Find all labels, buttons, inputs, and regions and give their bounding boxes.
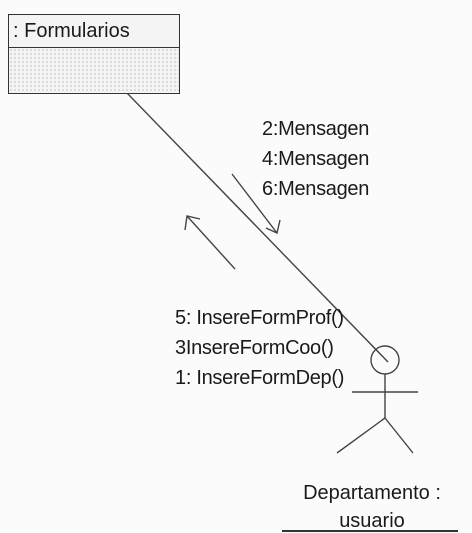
arrow-to-object bbox=[184, 215, 236, 270]
message-label-6: 6:Mensagen bbox=[262, 178, 370, 200]
message-label-5: 5: InsereFormProf() bbox=[175, 307, 344, 329]
actor-name-role: Departamento : bbox=[303, 482, 441, 504]
message-label-2: 2:Mensagen bbox=[262, 118, 370, 140]
actor-name-underline bbox=[282, 530, 458, 532]
object-name: : Formularios bbox=[9, 15, 179, 48]
message-label-1: 1: InsereFormDep() bbox=[175, 367, 345, 389]
association-link bbox=[125, 91, 389, 363]
actor-right-leg bbox=[384, 417, 414, 454]
arrow-to-actor bbox=[231, 173, 281, 234]
actor-head bbox=[370, 345, 400, 375]
actor-left-leg bbox=[336, 417, 386, 454]
message-label-3: 3InsereFormCoo() bbox=[175, 337, 334, 359]
object-box: : Formularios bbox=[8, 14, 180, 94]
object-attributes-compartment bbox=[9, 48, 179, 93]
actor-name: Departamento : usuario bbox=[282, 478, 462, 533]
actor-name-type: usuario bbox=[339, 510, 405, 532]
actor-figure bbox=[336, 345, 418, 454]
message-label-4: 4:Mensagen bbox=[262, 148, 370, 170]
